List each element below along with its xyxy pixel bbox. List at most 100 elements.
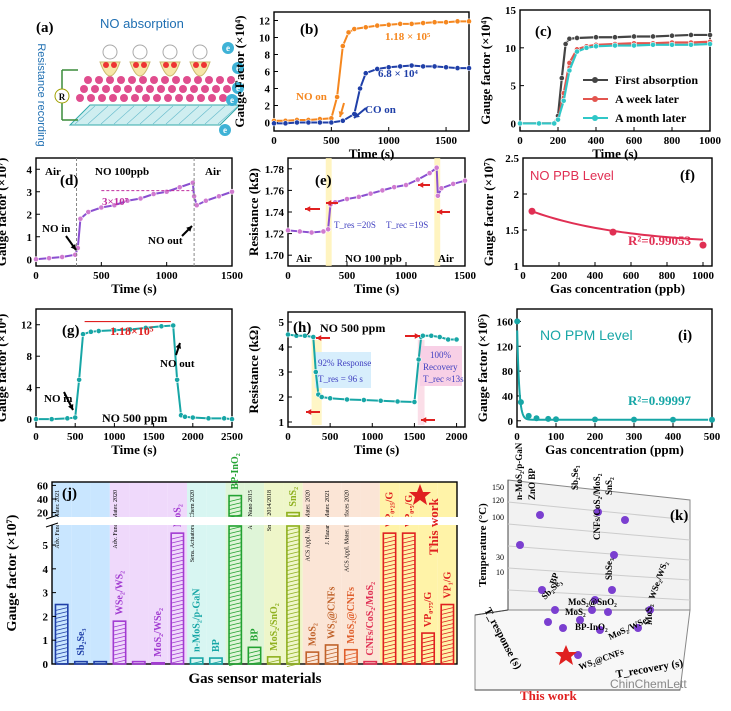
data-point bbox=[558, 75, 565, 81]
bar-hatch bbox=[402, 551, 416, 556]
bar-hatch bbox=[228, 506, 242, 510]
x-tick-label: 1000 bbox=[103, 431, 126, 443]
atom bbox=[150, 76, 158, 84]
bar-hatch bbox=[383, 555, 396, 560]
data-point bbox=[397, 63, 404, 70]
bar-hatch bbox=[228, 594, 242, 598]
atom bbox=[179, 85, 187, 93]
x-tick-label: 800 bbox=[659, 270, 676, 282]
x-tick-label: 500 bbox=[67, 431, 84, 443]
r-squared: R²=0.99997 bbox=[628, 393, 691, 408]
z-tick-label: 100 bbox=[492, 513, 504, 522]
grid-line bbox=[507, 589, 691, 601]
lattice-line bbox=[74, 105, 96, 125]
bar-hatch bbox=[286, 559, 300, 563]
y-tick-label: 2 bbox=[27, 209, 33, 221]
data-point bbox=[669, 41, 675, 48]
atom bbox=[216, 76, 224, 84]
atom bbox=[109, 94, 117, 102]
bar-hatch bbox=[402, 603, 416, 608]
bar-hatch bbox=[383, 595, 396, 600]
x-tick-label: 1000 bbox=[692, 270, 715, 282]
bar-hatch bbox=[171, 659, 184, 664]
data-point bbox=[377, 397, 384, 404]
bar-hatch bbox=[171, 655, 184, 660]
plot-frame bbox=[519, 9, 711, 132]
data-point bbox=[545, 415, 552, 422]
z-tick-label: 10 bbox=[496, 568, 504, 577]
data-point bbox=[193, 202, 200, 209]
bar-name: n-MoS₂/p-GaN bbox=[192, 588, 203, 652]
bar-hatch bbox=[286, 627, 300, 631]
grid-line bbox=[507, 567, 691, 581]
region-air-right: Air bbox=[205, 166, 221, 178]
z-tick-label: 150 bbox=[492, 483, 504, 492]
bar-name: MoS₂ bbox=[307, 623, 318, 646]
bar-hatch bbox=[286, 579, 300, 583]
atom bbox=[194, 76, 202, 84]
x-tick-label: 400 bbox=[588, 135, 605, 147]
group-background bbox=[264, 482, 284, 664]
bar-hatch bbox=[441, 623, 454, 627]
bar-hatch bbox=[402, 651, 416, 656]
data-point bbox=[362, 24, 369, 31]
annotation-no-out: NO out bbox=[148, 235, 183, 247]
electron-icon bbox=[232, 62, 244, 74]
x-tick-label: 1500 bbox=[221, 270, 244, 282]
bar-name: VP₁/G bbox=[442, 571, 453, 598]
bar-hatch bbox=[421, 659, 435, 664]
data-point bbox=[631, 42, 637, 49]
data-point bbox=[95, 328, 102, 334]
panel-label: (b) bbox=[300, 22, 318, 38]
x-tick-label: 1500 bbox=[403, 431, 426, 443]
bar-hatch bbox=[286, 655, 300, 659]
bar-hatch bbox=[248, 661, 261, 665]
bar-hatch bbox=[286, 603, 300, 607]
panel-label: (f) bbox=[680, 168, 695, 184]
bar-hatch bbox=[113, 631, 126, 636]
bar-hatch bbox=[402, 647, 416, 652]
data-point bbox=[551, 606, 559, 614]
arrow-head bbox=[186, 226, 192, 232]
y-tick-label: 1.78 bbox=[265, 164, 285, 176]
x-tick-label: 300 bbox=[626, 431, 643, 443]
bar-hatch bbox=[286, 531, 300, 535]
atom bbox=[227, 76, 235, 84]
x-axis-label: Gas concentration (ppb) bbox=[550, 281, 685, 296]
bar-hatch bbox=[325, 651, 338, 656]
bar-hatch bbox=[228, 566, 242, 570]
bar-hatch bbox=[55, 631, 68, 635]
data-point bbox=[296, 228, 303, 235]
data-point bbox=[80, 331, 86, 338]
bar-hatch bbox=[171, 607, 184, 612]
data-point bbox=[634, 624, 642, 632]
panel-label: (j) bbox=[62, 486, 77, 502]
data-point bbox=[544, 618, 552, 626]
bar-hatch bbox=[228, 538, 242, 542]
atom bbox=[131, 94, 139, 102]
data-point bbox=[646, 606, 654, 614]
bar-hatch bbox=[171, 579, 184, 584]
y-tick-label: 120 bbox=[497, 341, 514, 353]
atom bbox=[128, 76, 136, 84]
bar bbox=[170, 532, 185, 665]
bar-hatch bbox=[228, 578, 242, 582]
data-point bbox=[604, 608, 612, 616]
bar-hatch bbox=[228, 582, 242, 586]
bar-hatch bbox=[55, 639, 68, 643]
data-point bbox=[137, 195, 144, 202]
x-tick-label: 0 bbox=[285, 431, 291, 443]
lattice-line bbox=[152, 105, 174, 125]
data-point bbox=[609, 228, 617, 236]
y-tick-label: 15 bbox=[505, 5, 517, 17]
data-point bbox=[420, 63, 427, 70]
plot-frame bbox=[35, 308, 233, 428]
data-point bbox=[420, 20, 427, 26]
data-point bbox=[394, 398, 401, 405]
panel-label: (g) bbox=[62, 323, 80, 339]
bar-hatch bbox=[383, 587, 396, 592]
bar-hatch bbox=[402, 555, 416, 560]
bar-hatch bbox=[286, 587, 300, 591]
